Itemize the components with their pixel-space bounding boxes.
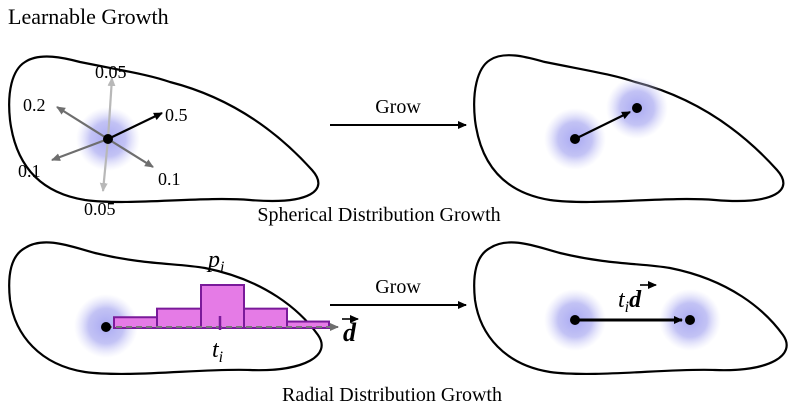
arrow-upper-left (56, 106, 109, 140)
histogram-bar (243, 307, 288, 329)
top-right-growth-arrow (574, 111, 631, 140)
top-right-point-b (632, 103, 642, 113)
prob-upper-left-label: 0.2 (23, 95, 46, 115)
arrow-right (107, 112, 163, 140)
prob-up-label: 0.05 (95, 62, 127, 82)
ti-label: ti (212, 337, 223, 366)
prob-lower-right-label: 0.1 (158, 169, 181, 189)
prob-right-label: 0.5 (165, 105, 188, 125)
bottom-caption: Radial Distribution Growth (282, 384, 502, 406)
arrow-lower-left (51, 137, 109, 162)
top-grow-label: Grow (375, 96, 421, 118)
top-caption: Spherical Distribution Growth (257, 204, 500, 226)
top-left-center-point (103, 134, 113, 144)
d-vector-label: d (343, 318, 357, 347)
diagram-title: Learnable Growth (8, 4, 169, 29)
top-left-region (8, 55, 320, 204)
bottom-right-point-a (570, 315, 580, 325)
arrow-up (106, 77, 116, 140)
histogram-bar (156, 307, 202, 329)
arrow-down (99, 138, 110, 192)
bottom-left-center-point (101, 322, 111, 332)
bottom-grow-label: Grow (375, 276, 421, 298)
bottom-right-point-b (685, 315, 695, 325)
top-right-point-a (570, 134, 580, 144)
arrow-lower-right (107, 138, 154, 168)
pi-label: pi (206, 247, 224, 276)
prob-down-label: 0.05 (84, 199, 116, 219)
histogram-bar (200, 284, 245, 329)
ti-d-label: tid (618, 287, 642, 316)
radial-histogram (113, 284, 330, 329)
prob-lower-left-label: 0.1 (18, 161, 41, 181)
